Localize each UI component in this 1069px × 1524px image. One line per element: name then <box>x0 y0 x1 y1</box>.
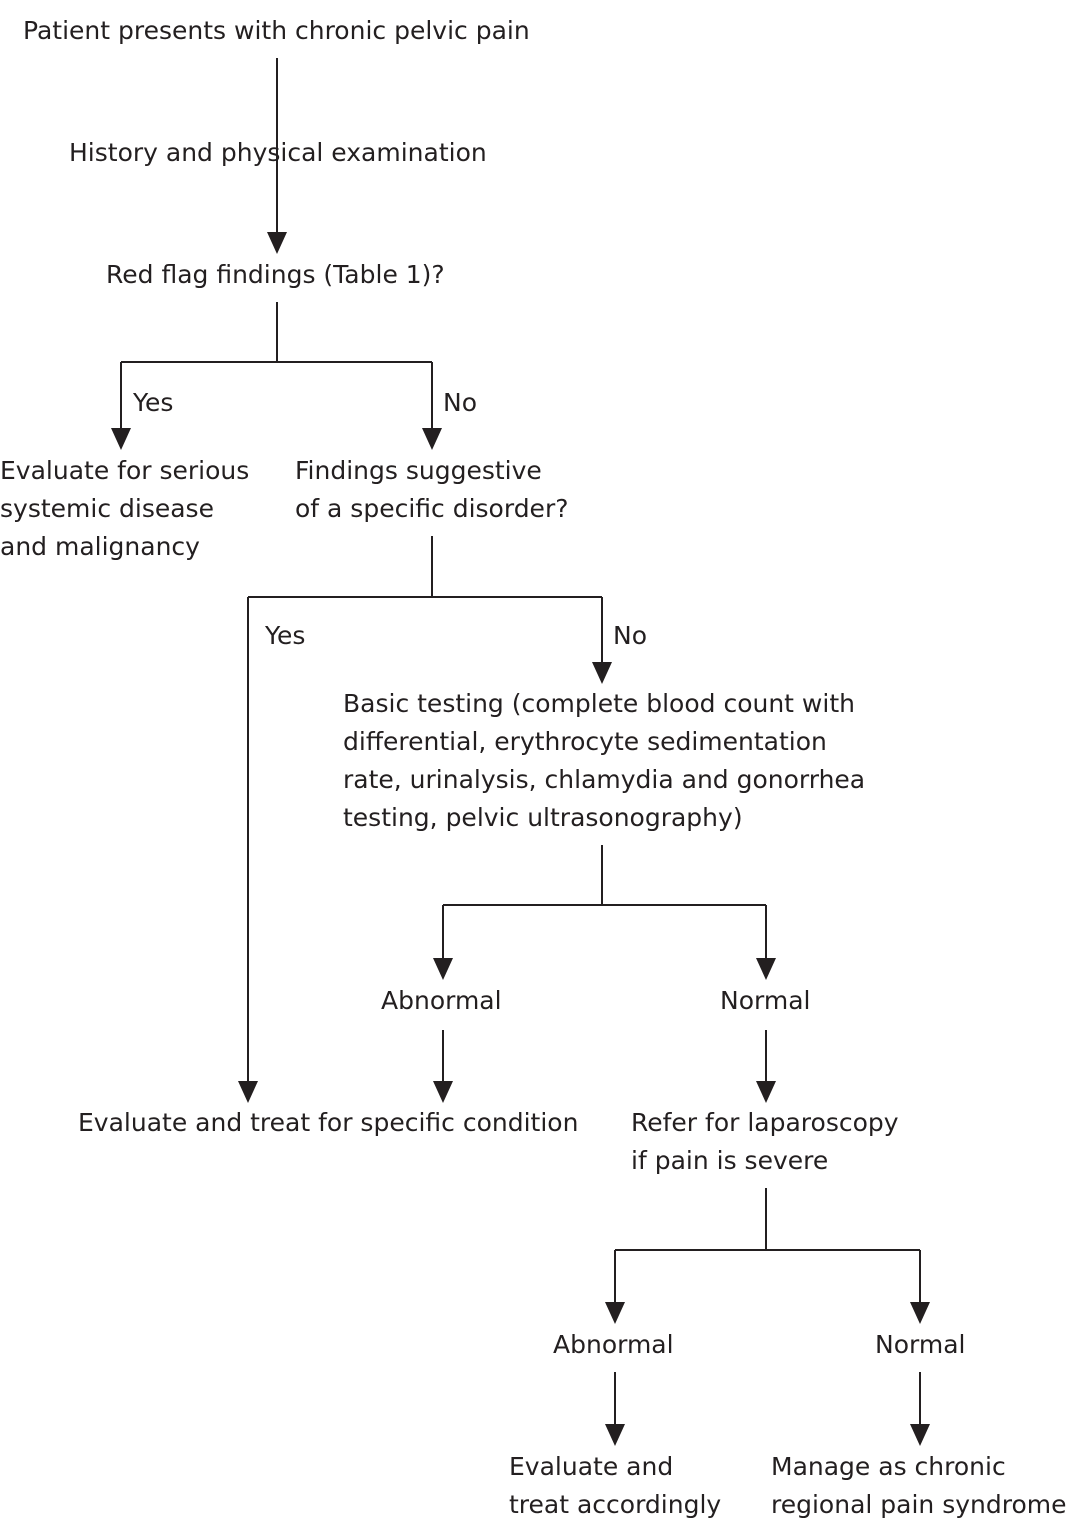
node-normal-1: Normal <box>720 986 811 1015</box>
arrowhead-laparoscopy <box>756 1081 776 1103</box>
node-start: Patient presents with chronic pelvic pai… <box>23 16 530 45</box>
node-normal-2: Normal <box>875 1330 966 1359</box>
arrowhead-abnormal-1 <box>433 958 453 980</box>
node-laparoscopy: Refer for laparoscopy if pain is severe <box>631 1108 899 1175</box>
node-serious-disease: Evaluate for serious systemic disease an… <box>0 456 250 561</box>
node-treat-specific: Evaluate and treat for specific conditio… <box>78 1108 579 1137</box>
arrowhead-history <box>267 232 287 254</box>
edge-label-red-flag-no: No <box>443 388 477 417</box>
arrowhead-serious <box>111 428 131 450</box>
node-treat-accordingly: Evaluate and treat accordingly <box>509 1452 722 1519</box>
arrowhead-abnormal-2 <box>605 1302 625 1324</box>
node-red-flag: Red flag findings (Table 1)? <box>106 260 445 289</box>
node-abnormal-1: Abnormal <box>381 986 502 1015</box>
arrowhead-basic-testing <box>592 662 612 684</box>
arrowhead-manage-chronic <box>910 1424 930 1446</box>
arrowhead-normal-2 <box>910 1302 930 1324</box>
node-basic-testing: Basic testing (complete blood count with… <box>343 689 866 832</box>
arrowhead-treat-specific-2 <box>433 1081 453 1103</box>
arrowhead-specific-q <box>422 428 442 450</box>
node-history: History and physical examination <box>69 138 487 167</box>
node-manage-chronic: Manage as chronic regional pain syndrome <box>771 1452 1067 1519</box>
edge-label-specific-no: No <box>613 621 647 650</box>
arrowhead-treat-specific <box>238 1081 258 1103</box>
node-specific-question: Findings suggestive of a specific disord… <box>295 456 569 523</box>
arrowhead-treat-accordingly <box>605 1424 625 1446</box>
edge-label-red-flag-yes: Yes <box>133 388 174 417</box>
arrowhead-normal-1 <box>756 958 776 980</box>
node-abnormal-2: Abnormal <box>553 1330 674 1359</box>
edge-label-specific-yes: Yes <box>265 621 306 650</box>
